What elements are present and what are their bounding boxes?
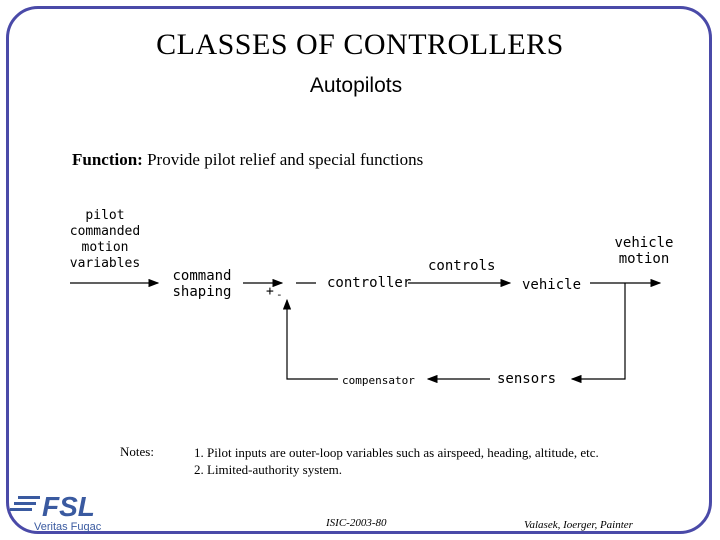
summing-minus: - — [276, 288, 283, 301]
fsl-logo: FSL Veritas Fugac — [8, 490, 128, 539]
function-text: Provide pilot relief and special functio… — [147, 150, 424, 169]
vehicle-motion-line: motion — [618, 251, 670, 267]
summing-plus: + — [266, 284, 274, 299]
fsl-logo-motto: Veritas Fugac — [34, 521, 102, 533]
input-label: pilot commanded motion variables — [60, 208, 150, 272]
vehicle-motion-line: vehicle — [614, 235, 674, 251]
slide-title: CLASSES OF CONTROLLERS — [156, 28, 564, 61]
authors: Valasek, Ioerger, Painter — [524, 519, 633, 531]
command-shaping-line: shaping — [172, 284, 232, 300]
course-code: ISIC-2003-80 — [326, 517, 387, 529]
slide-subtitle: Autopilots — [309, 74, 403, 97]
sensor-feedback-arrow — [570, 283, 626, 384]
slide-frame — [6, 6, 712, 534]
fsl-logo-text: FSL — [42, 491, 95, 522]
notes-label: Notes: — [120, 444, 154, 459]
vehicle-block: vehicle — [522, 277, 582, 293]
fsl-logo-mark: FSL Veritas Fugac — [10, 491, 102, 533]
note-item: 1. Pilot inputs are outer-loop variables… — [194, 445, 599, 460]
command-shaping-line: command — [172, 268, 232, 284]
input-label-line: motion — [81, 240, 129, 255]
input-label-line: variables — [69, 256, 141, 271]
function-label: Function: — [72, 150, 143, 169]
compensator-to-sum-arrow — [282, 298, 338, 380]
function-statement: Function: Provide pilot relief and speci… — [72, 150, 423, 170]
compensator-block: compensator — [342, 374, 415, 387]
notes-list: 1. Pilot inputs are outer-loop variables… — [194, 444, 599, 478]
sensors-block: sensors — [497, 371, 557, 387]
command-shaping-block: command shaping — [160, 268, 244, 300]
input-label-line: commanded — [69, 224, 141, 239]
input-label-line: pilot — [85, 208, 125, 223]
controls-label: controls — [428, 258, 496, 274]
vehicle-motion-label: vehicle motion — [608, 235, 680, 267]
controller-block: controller — [327, 275, 412, 291]
note-item: 2. Limited-authority system. — [194, 462, 343, 477]
